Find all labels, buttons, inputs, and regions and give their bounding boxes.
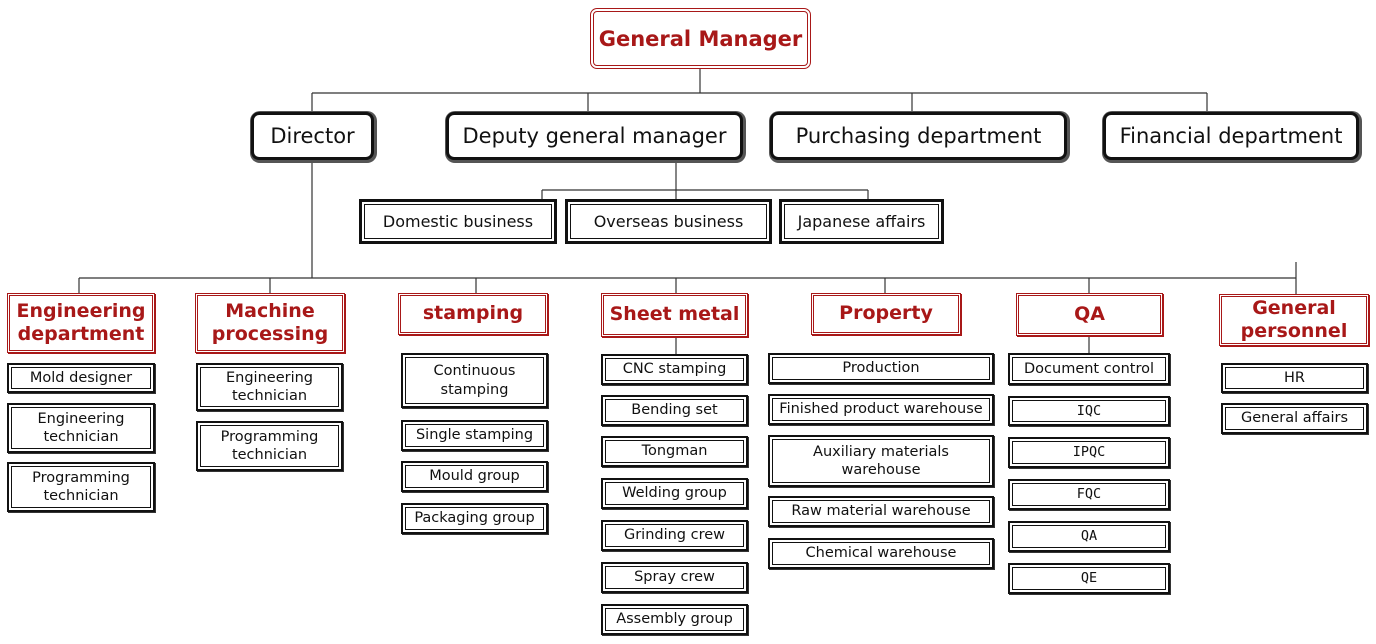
qa-item-box: QE: [1008, 563, 1170, 594]
stamping-label: stamping: [422, 302, 524, 325]
sheet-metal-item-label: CNC stamping: [622, 361, 727, 378]
general-manager-box: General Manager: [590, 8, 811, 69]
qa-department-label: QA: [1074, 302, 1105, 325]
qa-item-box: Document control: [1008, 353, 1170, 385]
machine-item-label: Programming technician: [220, 428, 319, 463]
stamping-item-box: Mould group: [401, 461, 548, 492]
stamping-item-box: Single stamping: [401, 420, 548, 451]
property-box: Property: [811, 293, 961, 335]
personnel-item-box: General affairs: [1221, 403, 1368, 434]
engineering-item-label: Programming technician: [32, 469, 130, 504]
financial-department-box: Financial department: [1103, 112, 1359, 160]
sheet-metal-item-box: Assembly group: [601, 604, 748, 635]
sheet-metal-item-label: Grinding crew: [623, 527, 726, 544]
personnel-item-label: General affairs: [1240, 410, 1349, 427]
engineering-item-label: Engineering technician: [37, 410, 125, 445]
stamping-item-label: Mould group: [429, 468, 520, 485]
qa-item-box: IPQC: [1008, 437, 1170, 468]
sheet-metal-item-label: Welding group: [622, 485, 727, 502]
property-item-label: Auxiliary materials warehouse: [813, 443, 949, 478]
property-item-label: Chemical warehouse: [805, 545, 957, 562]
general-personnel-box: General personnel: [1219, 294, 1369, 346]
engineering-department-box: Engineering department: [7, 293, 155, 353]
financial-department-label: Financial department: [1119, 124, 1343, 148]
engineering-item-box: Programming technician: [7, 462, 155, 512]
purchasing-department-label: Purchasing department: [795, 124, 1042, 148]
japanese-affairs-label: Japanese affairs: [797, 212, 926, 231]
property-item-box: Auxiliary materials warehouse: [768, 435, 994, 487]
engineering-item-label: Mold designer: [29, 369, 133, 386]
overseas-business-label: Overseas business: [593, 212, 744, 231]
personnel-item-box: HR: [1221, 363, 1368, 393]
director-label: Director: [270, 124, 355, 148]
personnel-item-label: HR: [1284, 369, 1305, 386]
qa-item-label: IPQC: [1072, 444, 1106, 461]
qa-department-box: QA: [1016, 293, 1163, 336]
stamping-item-label: Packaging group: [414, 510, 535, 527]
qa-item-label: QA: [1080, 528, 1098, 545]
sheet-metal-box: Sheet metal: [601, 293, 748, 337]
general-manager-label: General Manager: [598, 26, 803, 51]
qa-item-label: FQC: [1076, 486, 1102, 503]
sheet-metal-item-box: Welding group: [601, 478, 748, 509]
machine-processing-box: Machine processing: [195, 293, 345, 353]
deputy-general-manager-label: Deputy general manager: [462, 124, 727, 148]
property-item-box: Production: [768, 353, 994, 384]
sheet-metal-item-label: Assembly group: [616, 611, 733, 628]
general-personnel-label: General personnel: [1240, 296, 1348, 342]
sheet-metal-item-box: CNC stamping: [601, 354, 748, 385]
property-label: Property: [839, 302, 933, 325]
property-item-box: Finished product warehouse: [768, 394, 994, 425]
property-item-label: Raw material warehouse: [791, 503, 971, 520]
machine-item-label: Engineering technician: [226, 369, 313, 404]
qa-item-box: IQC: [1008, 396, 1170, 426]
domestic-business-label: Domestic business: [382, 212, 534, 231]
sheet-metal-item-label: Tongman: [641, 443, 708, 460]
sheet-metal-item-box: Tongman: [601, 436, 748, 467]
deputy-general-manager-box: Deputy general manager: [446, 112, 743, 160]
sheet-metal-item-box: Spray crew: [601, 562, 748, 593]
stamping-item-label: Continuous stamping: [433, 363, 516, 398]
sheet-metal-item-label: Bending set: [631, 402, 718, 419]
stamping-box: stamping: [398, 293, 548, 335]
japanese-affairs-box: Japanese affairs: [779, 199, 944, 244]
property-item-label: Production: [842, 360, 920, 377]
purchasing-department-box: Purchasing department: [770, 112, 1067, 160]
qa-item-label: IQC: [1076, 402, 1102, 419]
director-box: Director: [251, 112, 374, 160]
property-item-label: Finished product warehouse: [779, 401, 983, 418]
property-item-box: Chemical warehouse: [768, 538, 994, 569]
sheet-metal-item-box: Grinding crew: [601, 520, 748, 551]
qa-item-box: FQC: [1008, 479, 1170, 510]
engineering-item-box: Mold designer: [7, 363, 155, 393]
stamping-item-box: Continuous stamping: [401, 353, 548, 408]
domestic-business-box: Domestic business: [359, 199, 557, 244]
machine-processing-label: Machine processing: [211, 299, 329, 345]
qa-item-box: QA: [1008, 521, 1170, 552]
machine-item-box: Engineering technician: [196, 363, 343, 411]
engineering-department-label: Engineering department: [16, 299, 146, 345]
stamping-item-box: Packaging group: [401, 503, 548, 534]
sheet-metal-item-box: Bending set: [601, 395, 748, 426]
overseas-business-box: Overseas business: [565, 199, 772, 244]
sheet-metal-item-label: Spray crew: [634, 569, 715, 586]
stamping-item-label: Single stamping: [415, 427, 534, 444]
qa-item-label: QE: [1080, 570, 1098, 587]
qa-item-label: Document control: [1024, 360, 1154, 377]
property-item-box: Raw material warehouse: [768, 496, 994, 527]
sheet-metal-label: Sheet metal: [609, 303, 740, 326]
engineering-item-box: Engineering technician: [7, 403, 155, 453]
machine-item-box: Programming technician: [196, 421, 343, 471]
